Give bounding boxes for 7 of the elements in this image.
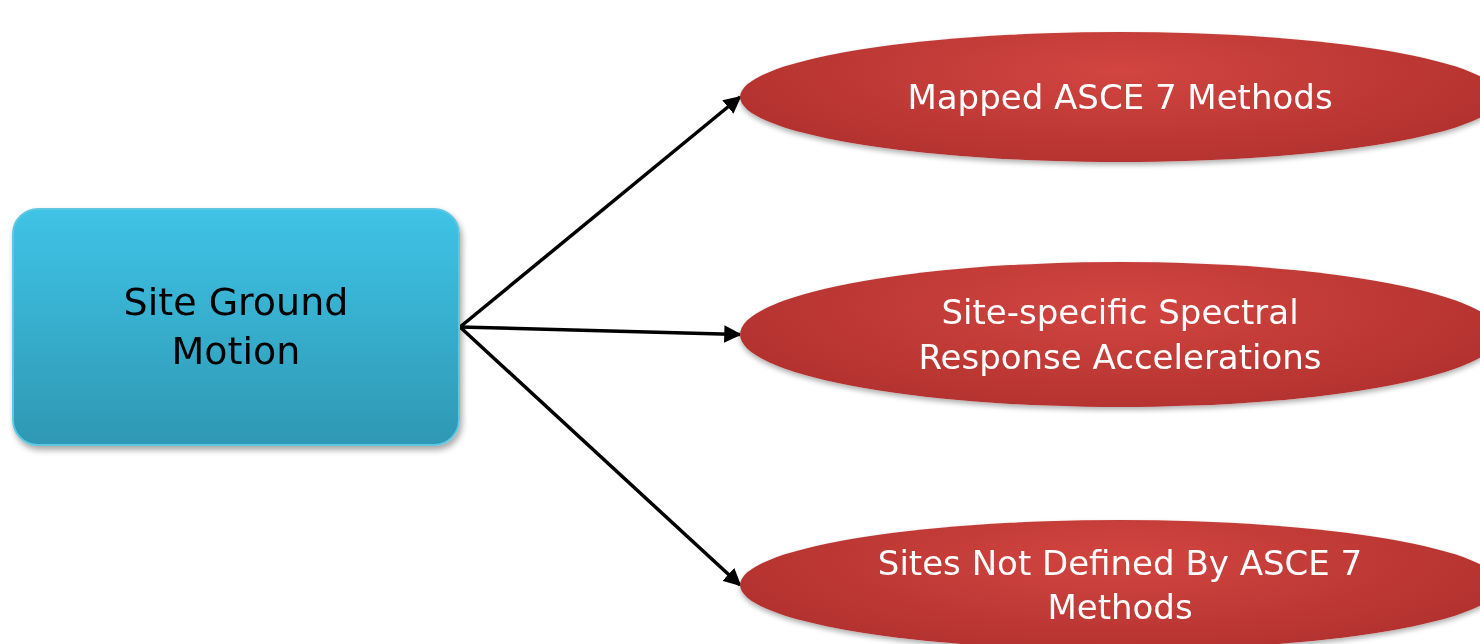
node-label: Site Ground Motion (122, 278, 350, 375)
node-label: Site-specific Spectral Response Accelerations (917, 291, 1323, 379)
process-box (12, 208, 460, 446)
arrow (459, 325, 742, 343)
node-label: Mapped ASCE 7 Methods (907, 75, 1333, 119)
node-label: Sites Not Defined By ASCE 7 Methods (876, 541, 1364, 629)
arrow (458, 325, 742, 587)
